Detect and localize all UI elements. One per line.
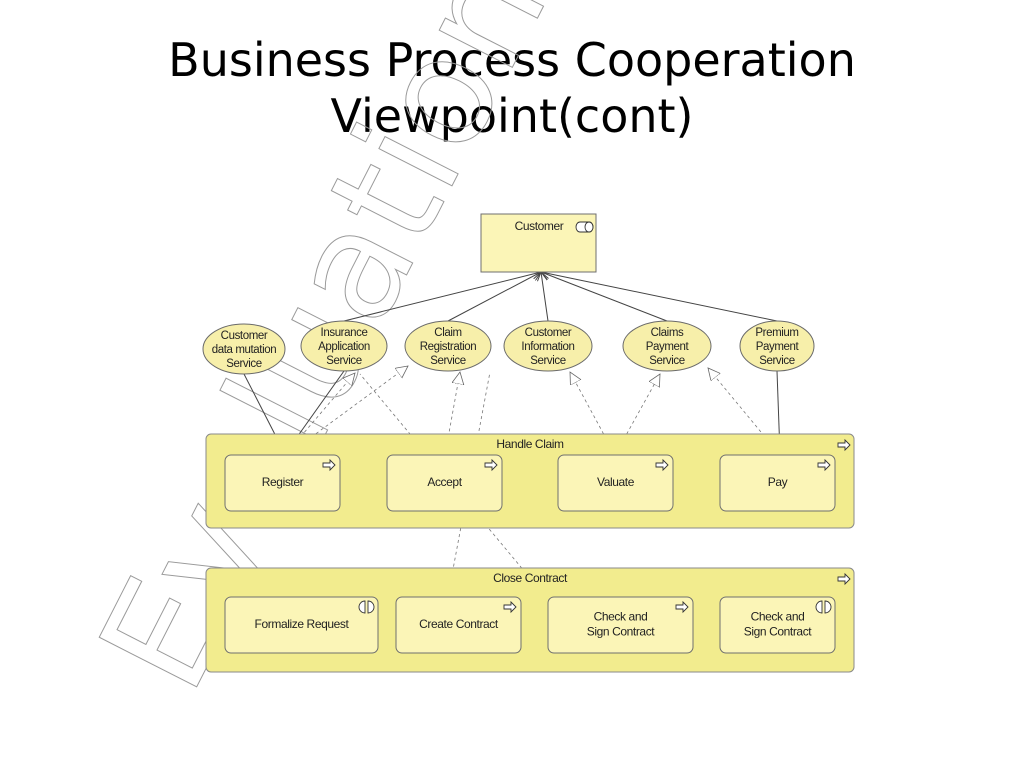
actor-role-icon — [575, 221, 594, 233]
process-step: Register — [224, 454, 341, 512]
service-shape — [622, 320, 712, 372]
title-line-1: Business Process Cooperation — [168, 33, 856, 87]
service-label: Insurance — [321, 327, 368, 339]
process-step-label: Create Contract — [419, 617, 499, 631]
interaction-icon — [815, 600, 832, 614]
process-step: Formalize Request — [224, 596, 379, 654]
used-by-line — [541, 272, 778, 322]
service-label: Service — [649, 355, 685, 367]
used-by-line — [541, 272, 668, 322]
process-step-box — [395, 596, 522, 654]
realization-line — [570, 372, 616, 456]
service-shape — [300, 320, 388, 372]
process-group-box — [205, 433, 855, 529]
process-arrow-icon — [322, 458, 336, 472]
process-arrow-icon — [675, 600, 689, 614]
process-step-label: Register — [262, 475, 304, 489]
service-label: Service — [759, 355, 795, 367]
service-label: Application — [318, 341, 370, 353]
service-shape — [404, 320, 492, 372]
service-shape — [202, 323, 286, 375]
process-step-box — [719, 454, 836, 512]
service-label: data mutation — [212, 344, 277, 356]
process-group-label: Handle Claim — [496, 437, 564, 451]
process-step-label: Valuate — [597, 475, 635, 489]
process-step-label: Check and — [594, 610, 648, 624]
process-group-label: Close Contract — [493, 571, 568, 585]
service-label: Service — [226, 358, 262, 370]
service-shape — [739, 320, 815, 372]
process-step-box — [719, 596, 836, 654]
process-step-label: Sign Contract — [587, 625, 656, 639]
process-step-label: Sign Contract — [744, 625, 813, 639]
actor-label: Customer — [515, 219, 564, 233]
service-label: Service — [430, 355, 466, 367]
process-arrow-icon — [817, 458, 831, 472]
used-by-line — [343, 272, 541, 322]
service-shape — [503, 320, 593, 372]
service-label: Customer — [525, 327, 572, 339]
process-step: Create Contract — [395, 596, 522, 654]
service-label: Service — [326, 355, 362, 367]
process-step: Pay — [719, 454, 836, 512]
slide-title: Business Process Cooperation Viewpoint(c… — [0, 32, 1024, 144]
process-arrow-icon — [837, 438, 851, 452]
process-step-box — [386, 454, 503, 512]
process-step-box — [224, 454, 341, 512]
service-label: Registration — [420, 341, 477, 353]
process-step-label: Formalize Request — [255, 617, 350, 631]
service-label: Customer — [221, 330, 268, 342]
process-step-label: Check and — [751, 610, 805, 624]
service-label: Information — [521, 341, 574, 353]
process-step-label: Pay — [768, 475, 788, 489]
process-step: Accept — [386, 454, 503, 512]
process-step-box — [224, 596, 379, 654]
process-step-box — [547, 596, 694, 654]
customer-actor: Customer — [480, 213, 597, 273]
process-arrow-icon — [503, 600, 517, 614]
process-arrow-icon — [837, 572, 851, 586]
process-arrow-icon — [655, 458, 669, 472]
service-label: Service — [530, 355, 566, 367]
process-step-box — [557, 454, 674, 512]
title-line-2: Viewpoint(cont) — [330, 89, 694, 143]
interaction-icon — [358, 600, 375, 614]
service-label: Claims — [651, 327, 684, 339]
used-by-line — [541, 272, 549, 322]
realization-line — [447, 371, 491, 597]
service-label: Payment — [756, 341, 800, 353]
service-label: Claim — [434, 327, 461, 339]
process-step: Valuate — [557, 454, 674, 512]
service-label: Premium — [755, 327, 798, 339]
process-arrow-icon — [484, 458, 498, 472]
used-by-line — [447, 272, 541, 322]
service-label: Payment — [646, 341, 690, 353]
process-step-label: Accept — [427, 475, 462, 489]
